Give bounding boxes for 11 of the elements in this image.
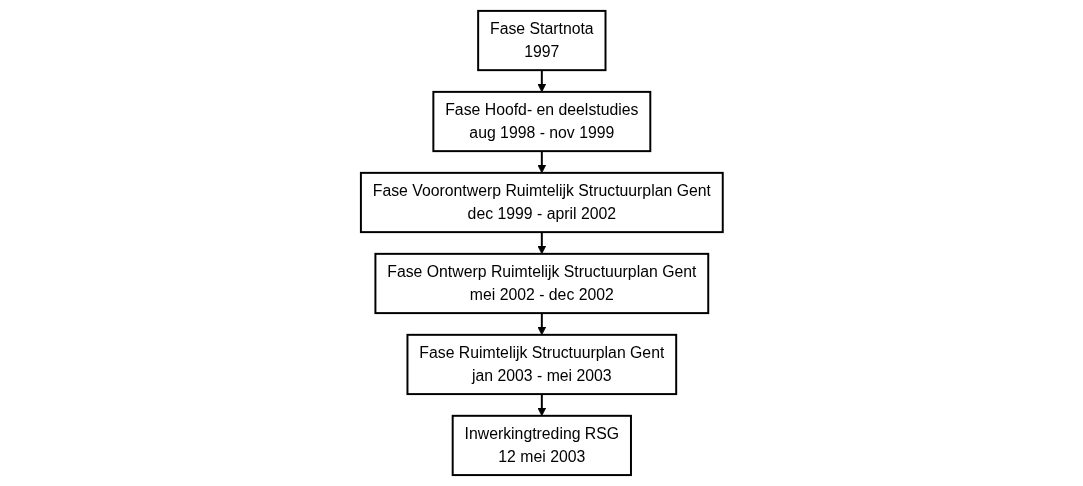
- node-box: Fase Hoofd- en deelstudies aug 1998 - nov 1999: [432, 90, 651, 153]
- node-box: Fase Startnota 1997: [476, 9, 607, 72]
- arrow: [537, 69, 546, 93]
- node-box: Fase Ontwerp Ruimtelijk Structuurplan Gent mei 2002 - dec 2002: [374, 252, 709, 315]
- node-box: Fase Ruimtelijk Structuurplan Gent jan 2003 - mei 2003: [406, 333, 677, 396]
- node-box: Fase Voorontwerp Ruimtelijk Structuurplan Gent dec 1999 - april 2002: [359, 171, 724, 234]
- arrow: [537, 393, 546, 417]
- node-box: Inwerkingtreding RSG 12 mei 2003: [451, 414, 632, 477]
- arrow: [537, 312, 546, 336]
- arrow: [537, 150, 546, 174]
- arrow: [537, 231, 546, 255]
